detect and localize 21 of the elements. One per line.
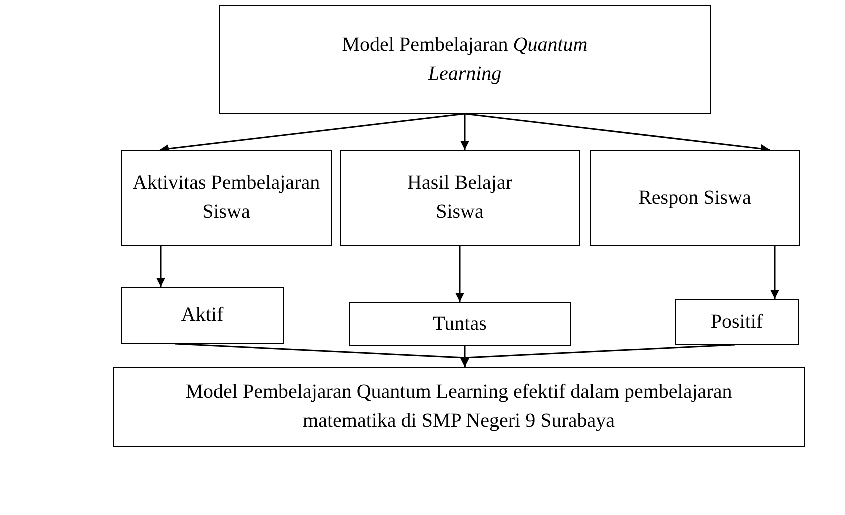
arrow bbox=[460, 344, 736, 367]
arrow bbox=[460, 114, 470, 150]
process-box bbox=[121, 150, 332, 246]
process-box bbox=[349, 302, 571, 346]
box-label: Respon Siswa bbox=[638, 186, 752, 210]
box-label: Tuntas bbox=[433, 312, 487, 336]
box-label: Model Pembelajaran Quantum Learning bbox=[341, 32, 589, 86]
process-box bbox=[675, 299, 799, 345]
process-box bbox=[590, 150, 800, 246]
process-box bbox=[340, 150, 580, 246]
box-label: Aktif bbox=[181, 303, 224, 328]
box-label: Aktivitas Pembelajaran Siswa bbox=[132, 171, 322, 225]
process-box bbox=[219, 5, 711, 114]
process-box bbox=[113, 367, 805, 447]
arrow bbox=[156, 246, 166, 287]
arrow bbox=[770, 246, 780, 299]
box-label: Model Pembelajaran Quantum Learning efektif dalam pembelajaran matematika di SMP Negeri 9 Surabaya bbox=[184, 380, 734, 434]
box-label: Positif bbox=[710, 310, 764, 334]
arrow bbox=[456, 246, 464, 302]
box-label: Hasil Belajar Siswa bbox=[406, 171, 514, 225]
process-box bbox=[121, 287, 284, 344]
